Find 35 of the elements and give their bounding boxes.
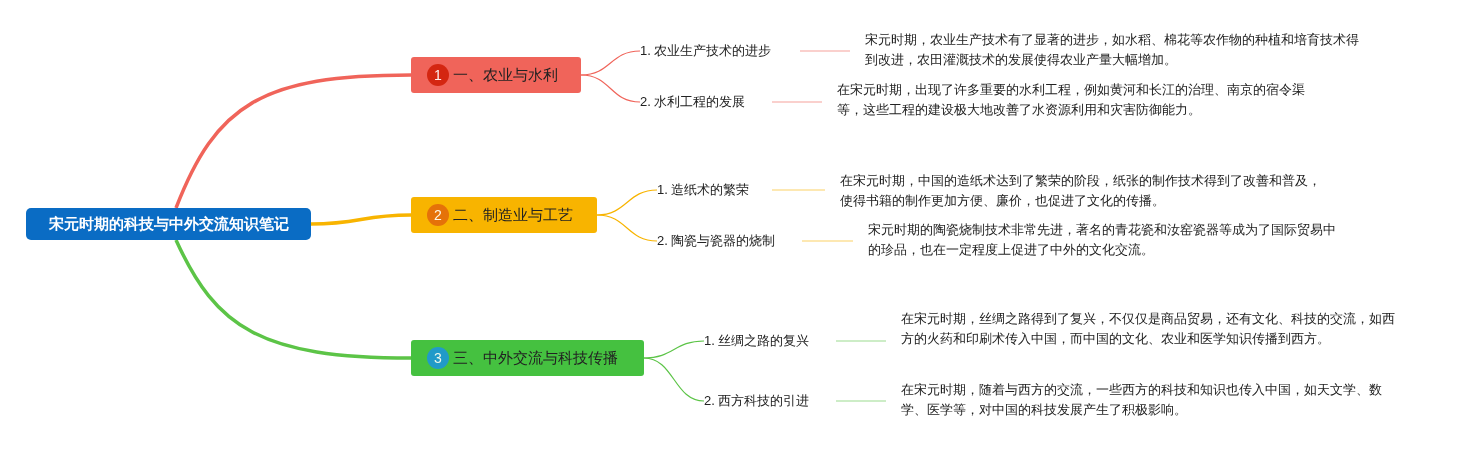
connector-line bbox=[310, 213, 412, 226]
topic-text: 一、农业与水利 bbox=[453, 65, 558, 85]
note-text: 在宋元时期，随着与西方的交流，一些西方的科技和知识也传入中国，如天文学、数学、医学等，对中国的科技发展产生了积极影响。 bbox=[886, 380, 1386, 420]
connector-line bbox=[835, 340, 887, 342]
subtopic-text: 2. 西方科技的引进 bbox=[704, 390, 836, 412]
connector-line bbox=[771, 189, 826, 191]
connector-line bbox=[174, 73, 412, 209]
connector-line bbox=[799, 50, 851, 52]
central-topic-box: 宋元时期的科技与中外交流知识笔记 bbox=[26, 208, 311, 240]
topic-box bbox=[411, 197, 597, 233]
subtopic-text: 1. 造纸术的繁荣 bbox=[657, 179, 772, 201]
note-text: 在宋元时期，丝绸之路得到了复兴，不仅仅是商品贸易，还有文化、科技的交流，如西方的火药和印刷术传入中国，而中国的文化、农业和医学知识传播到西方。 bbox=[886, 309, 1396, 369]
note-text: 宋元时期的陶瓷烧制技术非常先进，著名的青花瓷和汝窑瓷器等成为了国际贸易中的珍品，也在一定程度上促进了中外的文化交流。 bbox=[853, 220, 1343, 260]
note-text: 宋元时期，农业生产技术有了显著的进步，如水稻、棉花等农作物的种植和培育技术得到改进，农田灌溉技术的发展使得农业产量大幅增加。 bbox=[850, 30, 1370, 70]
connector-line bbox=[580, 74, 641, 103]
subtopic-text: 2. 陶瓷与瓷器的烧制 bbox=[657, 230, 802, 252]
subtopic-text: 1. 丝绸之路的复兴 bbox=[704, 330, 836, 352]
note-text: 在宋元时期，出现了许多重要的水利工程，例如黄河和长江的治理、南京的宿令渠等，这些工程的建设极大地改善了水资源利用和灾害防御能力。 bbox=[822, 80, 1322, 120]
connector-line bbox=[174, 239, 412, 360]
note-text: 在宋元时期，中国的造纸术达到了繁荣的阶段，纸张的制作技术得到了改善和普及，使得书籍的制作更加方便、廉价，也促进了文化的传播。 bbox=[825, 171, 1330, 211]
topic-box bbox=[411, 57, 581, 93]
connector-line bbox=[801, 240, 854, 242]
connector-line bbox=[835, 400, 887, 402]
subtopic-text: 2. 水利工程的发展 bbox=[640, 91, 772, 113]
number-badge: 1 bbox=[427, 64, 449, 86]
number-badge: 2 bbox=[427, 204, 449, 226]
connector-line bbox=[643, 357, 705, 402]
number-badge: 3 bbox=[427, 347, 449, 369]
topic-box bbox=[411, 340, 644, 376]
connector-line bbox=[643, 340, 705, 359]
subtopic-text: 1. 农业生产技术的进步 bbox=[640, 40, 800, 62]
topic-text: 二、制造业与工艺 bbox=[453, 205, 573, 225]
connector-line bbox=[771, 101, 823, 103]
connector-line bbox=[596, 214, 658, 242]
topic-text: 三、中外交流与科技传播 bbox=[453, 348, 618, 368]
